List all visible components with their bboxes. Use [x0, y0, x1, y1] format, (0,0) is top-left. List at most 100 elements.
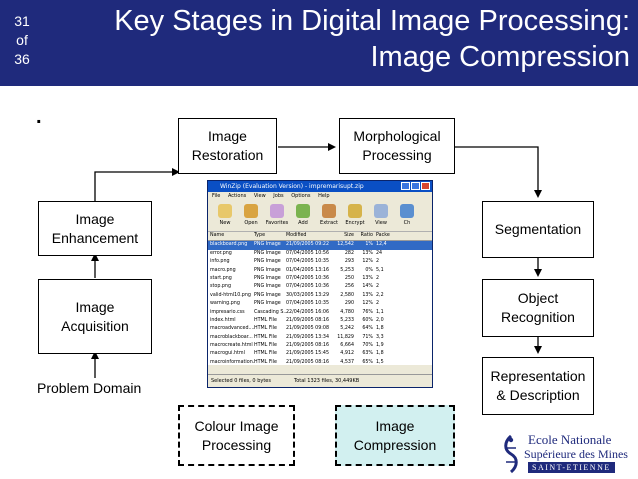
- column-header: Type: [254, 233, 266, 238]
- file-cell: 2: [376, 275, 380, 281]
- stage-image-compression: Image Compression: [335, 405, 455, 466]
- file-cell: PNG Image: [254, 250, 281, 256]
- file-list-header: Name Type Modified Size Ratio Packe: [208, 232, 432, 242]
- file-cell: PNG Image: [254, 259, 281, 265]
- file-cell: PNG Image: [254, 242, 281, 248]
- file-cell: 13%: [362, 275, 373, 281]
- file-cell: 64%: [362, 326, 373, 332]
- file-cell: 63%: [362, 351, 373, 357]
- logo-text-line-1: Ecole Nationale: [528, 432, 612, 447]
- file-cell: HTML File: [254, 326, 277, 332]
- file-cell: 07/04/2005 10:36: [286, 284, 329, 290]
- toolbar-label: View: [375, 220, 387, 226]
- file-cell: impresario.css: [210, 309, 245, 315]
- file-cell: error.png: [210, 250, 232, 256]
- stage-label-line: Morphological: [353, 128, 441, 144]
- status-selected: Selected 0 files, 0 bytes: [211, 378, 271, 384]
- lock-icon: [348, 204, 362, 218]
- file-cell: macroblackboar...: [210, 334, 253, 340]
- file-cell: 256: [344, 284, 354, 290]
- arrow-enhancement-to-restoration: [94, 168, 180, 201]
- file-cell: HTML File: [254, 351, 277, 357]
- file-cell: 5,242: [340, 326, 354, 332]
- file-cell: 1,9: [376, 343, 384, 349]
- file-cell: HTML File: [254, 317, 277, 323]
- toolbar-add: Add: [290, 201, 316, 231]
- menu-item-view: View: [253, 193, 266, 199]
- page-number: 31 of 36: [0, 0, 44, 86]
- file-cell: 2: [376, 301, 380, 307]
- add-icon: [296, 204, 310, 218]
- file-cell: macroinformation...: [210, 359, 254, 365]
- stage-image-acquisition: Image Acquisition: [38, 279, 152, 354]
- toolbar-favorites: Favorites: [264, 201, 290, 231]
- stage-label-line: Compression: [353, 436, 437, 453]
- stage-segmentation: Segmentation: [482, 201, 594, 258]
- file-cell: HTML File: [254, 343, 277, 349]
- file-cell: PNG Image: [254, 301, 281, 307]
- file-cell: 21/09/2005 08:16: [286, 317, 329, 323]
- file-cell: 11,829: [337, 334, 354, 340]
- file-cell: 12,542: [337, 242, 354, 248]
- file-cell: 293: [344, 259, 354, 265]
- school-logo: Ecole Nationale Supérieure des Mines SAI…: [500, 432, 632, 478]
- file-cell: 250: [344, 275, 354, 281]
- file-cell: 21/09/2005 09:08: [286, 326, 329, 332]
- file-cell: 21/09/2005 15:45: [286, 351, 329, 357]
- bullet-point: .: [36, 106, 42, 128]
- stage-label-line: Image: [208, 128, 247, 144]
- close-icon: [421, 182, 430, 190]
- file-cell: 1,8: [376, 351, 384, 357]
- new-icon: [218, 204, 232, 218]
- extract-icon: [322, 204, 336, 218]
- file-cell: 12%: [362, 259, 373, 265]
- file-cell: macrogui.html: [210, 351, 245, 357]
- file-cell: 71%: [362, 334, 373, 340]
- file-cell: 07/04/2005 10:36: [286, 275, 329, 281]
- file-cell: 21/09/2005 08:16: [286, 359, 329, 365]
- file-cell: 0%: [365, 267, 373, 273]
- file-cell: PNG Image: [254, 284, 281, 290]
- file-cell: 60%: [362, 317, 373, 323]
- stage-label-line: Image: [375, 417, 415, 434]
- winzip-file-list: Name Type Modified Size Ratio Packe blac…: [208, 232, 432, 365]
- toolbar-label: Ch: [403, 220, 411, 226]
- file-cell: 22/04/2005 16:06: [286, 309, 329, 315]
- favorites-icon: [270, 204, 284, 218]
- file-cell: PNG Image: [254, 267, 281, 273]
- toolbar-open: Open: [238, 201, 264, 231]
- menu-item-file: File: [212, 193, 221, 199]
- column-header: Size: [344, 233, 354, 238]
- stage-colour-image-processing: Colour Image Processing: [178, 405, 295, 466]
- file-cell: 1,8: [376, 326, 384, 332]
- menu-item-options: Options: [291, 193, 311, 199]
- logo-text-line-2: Supérieure des Mines: [524, 447, 628, 461]
- file-cell: 2,0: [376, 317, 384, 323]
- column-header: Ratio: [360, 233, 373, 238]
- file-row: impresario.css Cascading S...22/04/2005 1…: [208, 309, 432, 317]
- file-cell: 2,2: [376, 292, 384, 298]
- toolbar-label: Encrypt: [345, 220, 365, 226]
- stage-label-line: Processing: [362, 147, 432, 163]
- logo-emblem-icon: [504, 434, 518, 474]
- file-cell: 21/09/2005 08:16: [286, 343, 329, 349]
- slide-header: [0, 0, 638, 86]
- file-cell: Cascading S...: [254, 309, 286, 315]
- stage-representation-description: Representation & Description: [482, 357, 594, 415]
- file-cell: blackboard.png: [210, 242, 248, 248]
- file-cell: index.html: [210, 317, 236, 323]
- file-cell: 282: [344, 250, 354, 256]
- page-of: of: [16, 32, 28, 48]
- file-cell: 30/03/2005 13:29: [286, 292, 329, 298]
- stage-label-line: Representation: [490, 368, 586, 384]
- file-cell: start.png: [210, 275, 232, 281]
- checkout-icon: [400, 204, 414, 218]
